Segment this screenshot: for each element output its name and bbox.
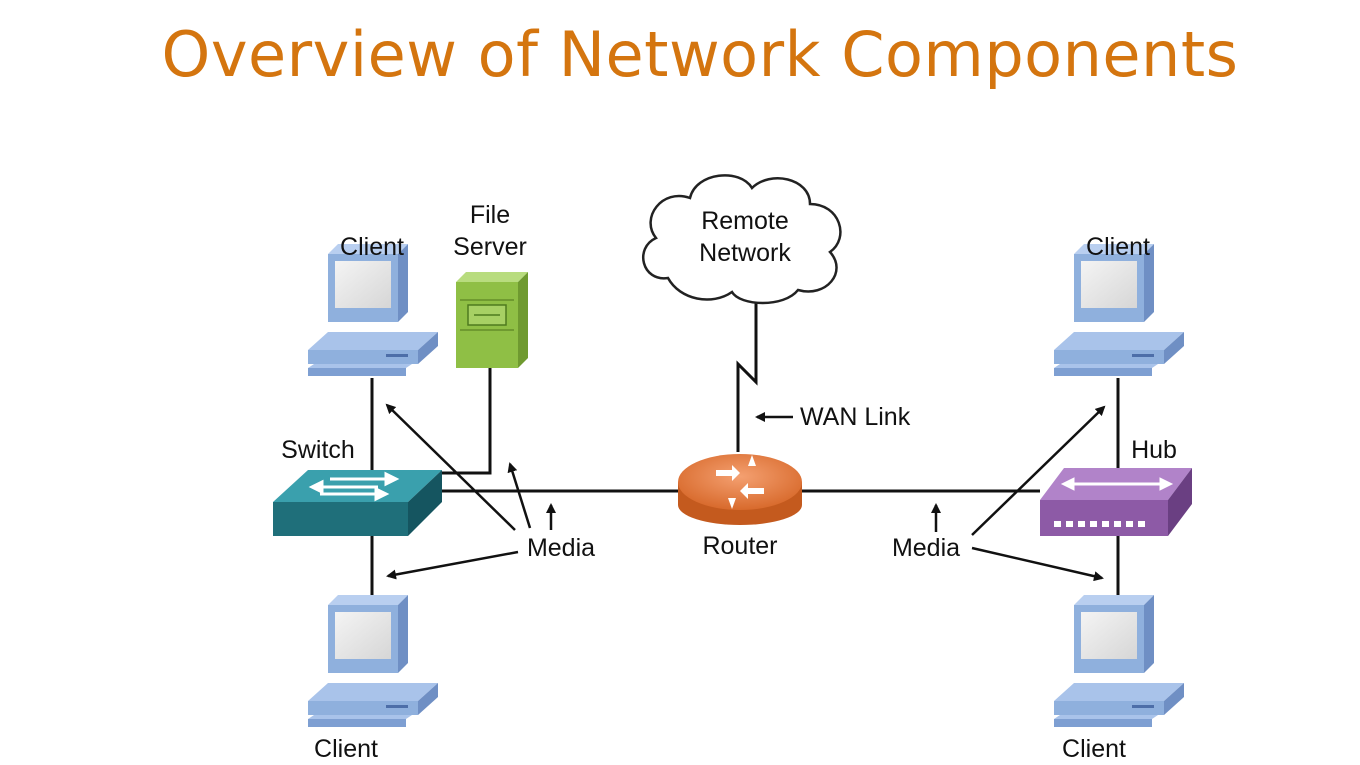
remote-network-label-line1: Remote xyxy=(701,207,789,235)
router-icon xyxy=(678,454,802,525)
file-server-label-line2: Server xyxy=(453,233,527,261)
client-bottom-right-computer-icon xyxy=(1054,595,1184,727)
line-server-switch xyxy=(440,368,492,475)
file-server-icon xyxy=(456,272,528,368)
client-bottom-right-label: Client xyxy=(1062,735,1126,763)
router-label: Router xyxy=(702,532,777,560)
switch-icon xyxy=(273,470,442,536)
hub-icon xyxy=(1040,468,1192,536)
media-left-label: Media xyxy=(527,534,595,562)
client-top-left-label: Client xyxy=(340,233,404,261)
wan-link-line xyxy=(736,300,758,452)
media-right-label: Media xyxy=(892,534,960,562)
remote-network-cloud-icon xyxy=(641,174,842,305)
client-top-left-computer-icon xyxy=(308,244,438,376)
client-bottom-left-computer-icon xyxy=(308,595,438,727)
pointer-arrows xyxy=(385,403,1106,582)
file-server-label-line1: File xyxy=(470,201,510,229)
hub-label: Hub xyxy=(1131,436,1177,464)
client-bottom-left-label: Client xyxy=(314,735,378,763)
switch-label: Switch xyxy=(281,436,355,464)
client-top-right-label: Client xyxy=(1086,233,1150,261)
client-top-right-computer-icon xyxy=(1054,244,1184,376)
remote-network-label-line2: Network xyxy=(699,239,791,267)
wan-link-label: WAN Link xyxy=(800,403,911,431)
slide-title: Overview of Network Components xyxy=(161,18,1239,91)
